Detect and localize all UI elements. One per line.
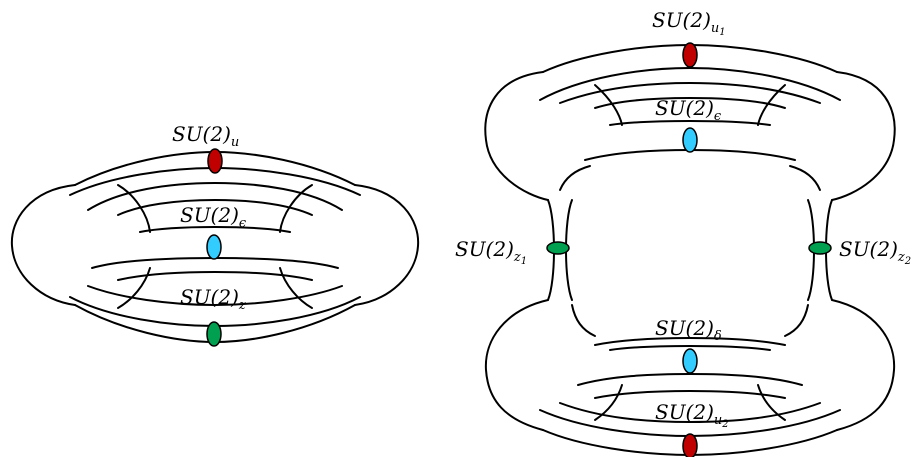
right-bottom-arc-left <box>594 384 623 421</box>
left-label-eps: SU(2)ϵ <box>180 203 247 231</box>
right-top-outer-left <box>484 71 549 201</box>
left-torus-arc-left-lower <box>117 267 151 309</box>
left-torus-arc-right-upper <box>279 184 313 233</box>
left-torus-inner-bottom-outer <box>87 285 343 306</box>
right-bottom-outer-right <box>831 299 896 431</box>
right-bottom-upper-right <box>784 304 809 337</box>
left-torus-arc-left-upper <box>117 184 151 233</box>
right-label-eps: SU(2)ϵ <box>655 96 722 124</box>
right-top-lower-right <box>789 165 821 191</box>
right-label-u2: SU(2)u2 <box>655 400 729 430</box>
right-bottom-upper-left <box>571 304 596 337</box>
right-top-mid <box>539 67 841 101</box>
left-torus-inner-top-outer <box>87 182 343 211</box>
right-top-hole-top <box>609 120 771 126</box>
left-ellipse-u <box>207 148 223 174</box>
right-torus-bottom: SU(2)δ SU(2)u2 <box>484 299 896 457</box>
right-bottom-inner-low <box>559 402 821 423</box>
left-torus-outer-left <box>10 184 76 306</box>
right-top-inner-inner <box>594 97 786 109</box>
left-label-z: SU(2)z <box>180 285 246 313</box>
right-ellipse-u1 <box>682 42 698 68</box>
right-ellipse-z1 <box>546 241 570 255</box>
right-bottom-hole-bottom <box>577 373 803 386</box>
left-torus-outer-right <box>354 184 420 306</box>
right-bottom-inner-mid <box>594 390 786 399</box>
right-label-z2: SU(2)z2 <box>839 237 911 267</box>
left-torus: SU(2)u SU(2)ϵ SU(2)z <box>10 122 420 347</box>
right-bottom-hole-top <box>609 345 771 351</box>
right-torus-top: SU(2)u1 SU(2)ϵ <box>484 8 896 201</box>
right-ellipse-eps <box>682 127 698 153</box>
right-label-delta: SU(2)δ <box>655 316 722 344</box>
right-top-arc-right <box>757 84 786 126</box>
left-ellipse-z <box>206 321 222 347</box>
left-torus-arc-right-lower <box>279 267 313 309</box>
left-label-u: SU(2)u <box>172 122 239 150</box>
right-label-z1: SU(2)z1 <box>455 237 527 267</box>
right-ellipse-delta <box>682 348 698 374</box>
right-top-outer-right <box>831 71 896 201</box>
right-bottom-arc-right <box>757 384 786 421</box>
right-top-inner-outer <box>559 82 821 104</box>
right-connecting-tubes: SU(2)z1 SU(2)z2 <box>455 199 911 301</box>
right-ellipse-u2 <box>682 433 698 457</box>
right-ellipse-z2 <box>808 241 832 255</box>
left-ellipse-eps <box>206 234 222 260</box>
right-bottom-inner-top <box>594 337 786 346</box>
right-bottom-outer-left <box>484 299 549 431</box>
right-label-u1: SU(2)u1 <box>652 8 726 38</box>
right-top-lower-left <box>559 165 591 191</box>
left-torus-inner-bottom-inner <box>117 271 313 281</box>
left-torus-hole-top <box>139 226 291 233</box>
right-top-arc-left <box>594 84 623 126</box>
